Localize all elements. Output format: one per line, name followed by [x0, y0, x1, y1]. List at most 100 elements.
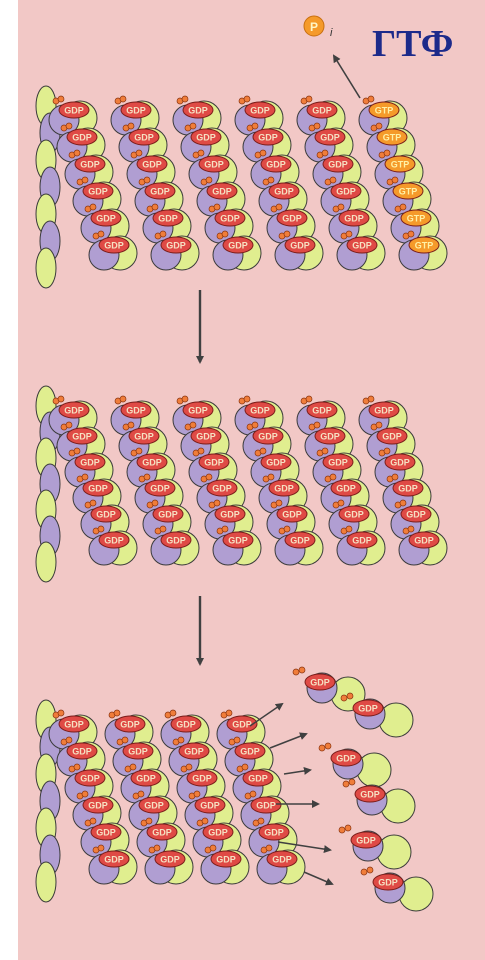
gdp-label: GDP — [160, 855, 180, 865]
phosphate-bead — [226, 710, 232, 716]
gdp-label: GDP — [150, 484, 170, 494]
gdp-label: GDP — [136, 774, 156, 784]
gdp-label: GDP — [250, 106, 270, 116]
gdp-label: GDP — [200, 801, 220, 811]
phosphate-bead — [74, 150, 80, 156]
phosphate-bead — [74, 448, 80, 454]
phosphate-bead — [138, 791, 144, 797]
phosphate-bead — [361, 869, 367, 875]
gdp-label: GDP — [64, 406, 84, 416]
gdp-label: GDP — [344, 214, 364, 224]
phosphate-bead — [214, 204, 220, 210]
gdp-label: GDP — [188, 106, 208, 116]
phosphate-bead — [244, 96, 250, 102]
phosphate-bead — [222, 231, 228, 237]
gdp-label: GDP — [352, 241, 372, 251]
phosphate-bead — [343, 781, 349, 787]
gdp-label: GDP — [378, 878, 398, 888]
phosphate-bead — [206, 474, 212, 480]
gdp-label: GDP — [104, 855, 124, 865]
phosphate-bead — [376, 123, 382, 129]
gdp-label: GDP — [264, 828, 284, 838]
gdp-label: GDP — [134, 432, 154, 442]
phosphate-letter: P — [310, 20, 318, 34]
gdp-label: GDP — [390, 458, 410, 468]
gdp-label: GDP — [282, 510, 302, 520]
protofilament-end — [36, 248, 56, 288]
phosphate-bead — [330, 177, 336, 183]
gdp-label: GDP — [290, 241, 310, 251]
phosphate-bead — [186, 764, 192, 770]
phosphate-bead — [194, 791, 200, 797]
phosphate-bead — [136, 150, 142, 156]
gdp-label: GDP — [232, 720, 252, 730]
phosphate-bead — [130, 764, 136, 770]
phosphate-bead — [276, 500, 282, 506]
phosphate-bead — [284, 526, 290, 532]
phosphate-bead — [190, 422, 196, 428]
phosphate-bead — [260, 150, 266, 156]
phosphate-bead — [314, 422, 320, 428]
gdp-label: GDP — [248, 774, 268, 784]
phosphate-bead — [258, 818, 264, 824]
gdp-label: GDP — [72, 432, 92, 442]
gdp-label: GDP — [134, 133, 154, 143]
phosphate-bead — [252, 422, 258, 428]
phosphate-bead — [182, 396, 188, 402]
phosphate-bead — [408, 526, 414, 532]
phosphate-bead — [384, 448, 390, 454]
gdp-label: GDP — [196, 432, 216, 442]
phosphate-bead — [144, 177, 150, 183]
gdp-label: GDP — [188, 406, 208, 416]
phosphate-bead — [299, 667, 305, 673]
gdp-label: GDP — [266, 160, 286, 170]
phosphate-bead — [210, 845, 216, 851]
gdp-label: GDP — [328, 458, 348, 468]
gdp-label: GDP — [274, 484, 294, 494]
gdp-label: GDP — [176, 720, 196, 730]
protofilament-end — [36, 862, 56, 902]
gdp-label: GDP — [282, 214, 302, 224]
phosphate-bead — [98, 231, 104, 237]
gdp-label: GDP — [312, 406, 332, 416]
phosphate-bead — [284, 231, 290, 237]
phosphate-bead — [202, 818, 208, 824]
gdp-label: GDP — [158, 510, 178, 520]
phosphate-bead — [198, 448, 204, 454]
gdp-label: GDP — [104, 536, 124, 546]
phosphate-bead — [58, 96, 64, 102]
phosphate-bead — [154, 845, 160, 851]
gdp-label: GDP — [88, 187, 108, 197]
phosphate-bead — [306, 96, 312, 102]
gtp-label: GTP — [415, 241, 434, 251]
gdp-label: GDP — [184, 747, 204, 757]
gdp-label: GDP — [312, 106, 332, 116]
gdp-label: GDP — [166, 536, 186, 546]
phosphate-bead — [325, 743, 331, 749]
gdp-label: GDP — [192, 774, 212, 784]
gdp-label: GDP — [128, 747, 148, 757]
phosphate-bead — [368, 396, 374, 402]
phosphate-bead — [58, 396, 64, 402]
gdp-label: GDP — [150, 187, 170, 197]
phosphate-bead — [266, 845, 272, 851]
phosphate-bead — [319, 745, 325, 751]
gdp-label: GDP — [80, 160, 100, 170]
gtp-label: GTP — [399, 187, 418, 197]
gdp-label: GDP — [126, 406, 146, 416]
phosphate-bead — [152, 500, 158, 506]
phosphate-bead — [178, 737, 184, 743]
gdp-label: GDP — [344, 510, 364, 520]
phosphate-bead — [58, 710, 64, 716]
phosphate-bead — [252, 123, 258, 129]
gtp-label: GTP — [391, 160, 410, 170]
gdp-label: GDP — [398, 484, 418, 494]
phosphate-bead — [160, 526, 166, 532]
gdp-label: GDP — [374, 406, 394, 416]
gdp-label: GDP — [80, 458, 100, 468]
phosphate-bead — [341, 695, 347, 701]
phosphate-bead — [82, 791, 88, 797]
gtp-label: GTP — [407, 214, 426, 224]
